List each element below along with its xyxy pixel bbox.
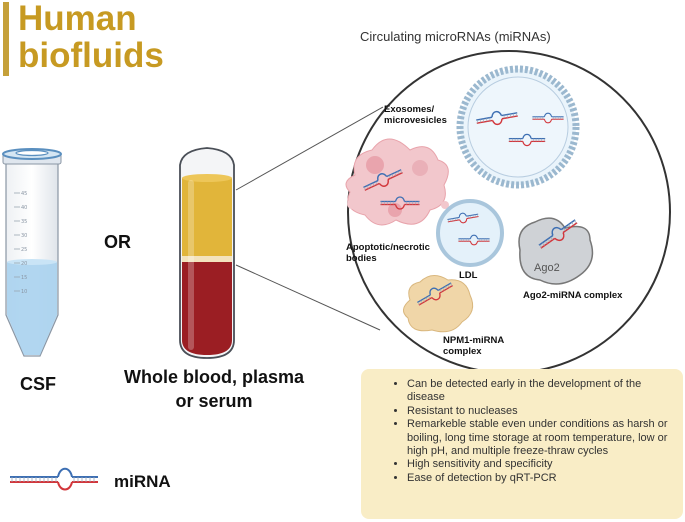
ago2-complex-label: Ago2-miRNA complex	[523, 290, 623, 301]
tube-scale-mark: 10	[21, 289, 27, 295]
tube-scale-mark: 40	[21, 205, 27, 211]
mirna-legend-symbol	[10, 467, 98, 491]
feature-item: Resistant to nucleases	[407, 405, 671, 418]
feature-item: Can be detected early in the development…	[407, 378, 671, 405]
circle-title: Circulating microRNAs (miRNAs)	[360, 29, 551, 44]
apoptotic-bodies-label: Apoptotic/necrotic bodies	[346, 242, 430, 264]
csf-label: CSF	[20, 374, 56, 394]
zoom-line-bottom	[235, 264, 381, 331]
csf-tube: 45 40 35 30 25 20 15 10	[2, 148, 62, 357]
features-box: Can be detected early in the development…	[361, 369, 683, 519]
npm1-complex-label: NPM1-miRNA complex	[443, 335, 504, 357]
feature-item: High sensitivity and specificity	[407, 458, 671, 471]
page-title: Human biofluids	[18, 0, 164, 75]
zoom-line-top	[235, 106, 384, 191]
tube-scale-mark: 30	[21, 233, 27, 239]
blood-label: Whole blood, plasma or serum	[123, 367, 304, 411]
title-accent-bar	[3, 2, 9, 76]
mirna-legend-label: miRNA	[114, 472, 171, 491]
exosomes-label: Exosomes/ microvesicles	[384, 104, 447, 126]
blood-tube	[179, 147, 235, 359]
tube-scale-mark: 35	[21, 219, 27, 225]
feature-item: Remarkeble stable even under conditions …	[407, 418, 671, 458]
or-label: OR	[104, 232, 131, 252]
features-list: Can be detected early in the development…	[361, 378, 683, 485]
npm1-complex	[403, 275, 474, 333]
ago2-complex: Ago2	[518, 214, 594, 285]
apoptotic-body	[345, 138, 449, 226]
tube-scale-mark: 25	[21, 247, 27, 253]
exosome-vesicle	[456, 65, 580, 189]
ldl-label: LDL	[459, 270, 478, 281]
tube-scale-mark: 15	[21, 275, 27, 281]
ago2-protein-label: Ago2	[534, 262, 560, 274]
feature-item: Ease of detection by qRT-PCR	[407, 472, 671, 485]
ldl-particle	[436, 199, 504, 267]
tube-scale-mark: 45	[21, 191, 27, 197]
tube-scale-mark: 20	[21, 261, 27, 267]
